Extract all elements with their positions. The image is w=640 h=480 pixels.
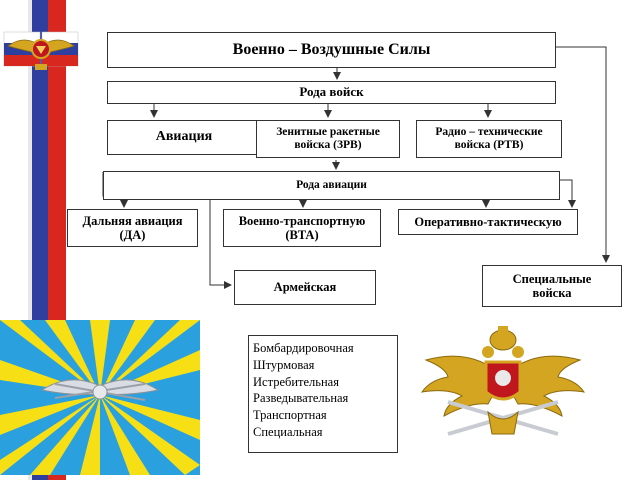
tactical-aviation-box: Оперативно-тактическую bbox=[398, 209, 578, 235]
long-range-aviation-box: Дальняя авиация (ДА) bbox=[67, 209, 198, 247]
list-item: Штурмовая bbox=[253, 357, 315, 372]
aviation-types-header: Рода авиации bbox=[296, 178, 367, 191]
list-item: Разведывательная bbox=[253, 391, 349, 406]
tactical-aviation-label: Оперативно-тактическую bbox=[414, 214, 562, 229]
list-item: Истребительная bbox=[253, 374, 339, 389]
army-aviation-label: Армейская bbox=[273, 280, 337, 295]
rtv-label: Радио – технические войска (РТВ) bbox=[435, 125, 543, 151]
transport-aviation-label: Военно-транспортную (ВТА) bbox=[238, 213, 366, 242]
rtv-box: Радио – технические войска (РТВ) bbox=[416, 120, 562, 158]
list-item: Бомбардировочная bbox=[253, 341, 354, 355]
army-aviation-box: Армейская bbox=[234, 270, 376, 305]
list-item: Транспортная bbox=[253, 408, 327, 423]
zrv-box: Зенитные ракетные войска (ЗРВ) bbox=[256, 120, 400, 158]
diagram-title: Военно – Воздушные Силы bbox=[232, 40, 431, 58]
aviation-kinds-list: Бомбардировочная Штурмовая Истребительна… bbox=[248, 335, 398, 453]
air-force-emblem-icon bbox=[3, 31, 79, 70]
long-range-aviation-label: Дальняя авиация (ДА) bbox=[82, 213, 183, 242]
special-troops-box: Специальные войска bbox=[482, 265, 622, 307]
list-item: Специальная bbox=[253, 424, 323, 439]
aviation-box: Авиация bbox=[107, 120, 261, 155]
zrv-label: Зенитные ракетные войска (ЗРВ) bbox=[276, 125, 380, 151]
branches-header-box: Рода войск bbox=[107, 81, 556, 104]
special-troops-label: Специальные войска bbox=[512, 271, 592, 300]
transport-aviation-box: Военно-транспортную (ВТА) bbox=[223, 209, 381, 247]
stripe-white bbox=[28, 0, 32, 480]
title-box: Военно – Воздушные Силы bbox=[107, 32, 556, 68]
aviation-types-header-box: Рода авиации bbox=[103, 171, 560, 200]
aviation-label: Авиация bbox=[155, 129, 213, 145]
air-force-flag-icon bbox=[0, 320, 200, 475]
branches-header: Рода войск bbox=[299, 84, 364, 100]
double-headed-eagle-emblem-icon bbox=[420, 326, 586, 436]
